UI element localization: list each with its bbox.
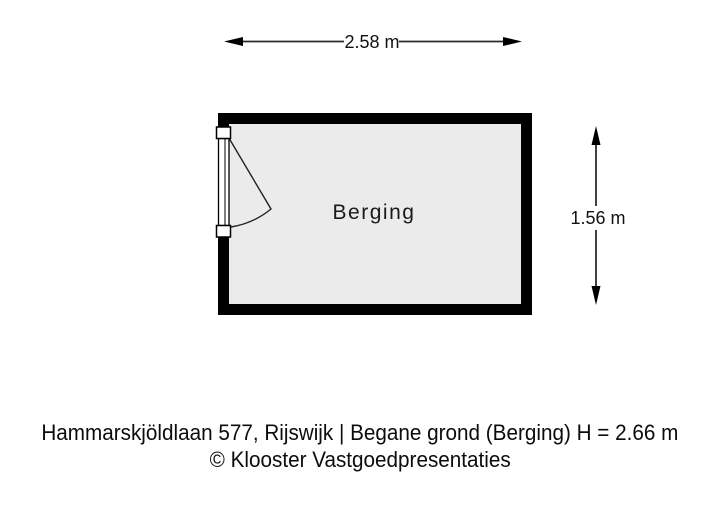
caption-address-text: Hammarskjöldlaan 577, Rijswijk | Begane … — [41, 420, 679, 445]
width-dimension-arrow — [224, 37, 522, 46]
door-jamb-top — [215, 126, 232, 140]
caption-copyright-line: © Klooster Vastgoedpresentaties — [0, 446, 720, 473]
height-dimension-arrow — [591, 126, 601, 305]
arrowhead-up-icon — [591, 126, 601, 145]
arrowhead-down-icon — [591, 286, 601, 305]
door-swing-arc — [228, 138, 272, 228]
height-dimension-label: 1.56 m — [570, 208, 626, 228]
door-jamb-bottom — [215, 224, 232, 238]
room-label: Berging — [332, 201, 416, 224]
room-floor — [229, 124, 521, 304]
door-leaf — [217, 137, 230, 227]
caption: Hammarskjöldlaan 577, Rijswijk | Begane … — [0, 419, 720, 473]
caption-copyright-text: © Klooster Vastgoedpresentaties — [209, 447, 511, 472]
arrowhead-left-icon — [224, 37, 243, 46]
arrowhead-right-icon — [503, 37, 522, 46]
caption-address-line: Hammarskjöldlaan 577, Rijswijk | Begane … — [0, 419, 720, 446]
width-dimension-label: 2.58 m — [344, 32, 400, 52]
